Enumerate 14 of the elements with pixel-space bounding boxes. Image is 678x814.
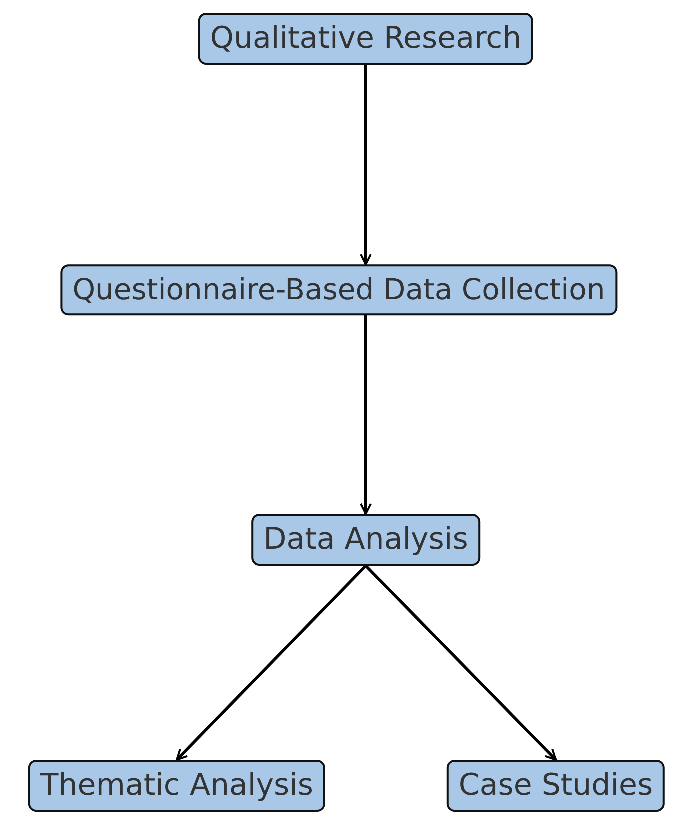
box-label: Qualitative Research <box>210 21 522 56</box>
arrow <box>360 65 372 266</box>
arrow <box>364 564 558 762</box>
process-box <box>28 760 326 812</box>
process-box <box>446 760 666 812</box>
process-box <box>252 514 480 566</box>
box-label: Data Analysis <box>264 522 468 557</box>
arrow <box>360 315 372 515</box>
box-label: Questionnaire-Based Data Collection <box>72 272 606 307</box>
box-label: Case Studies <box>458 768 654 803</box>
process-box <box>198 13 534 65</box>
box-label: Thematic Analysis <box>40 768 314 803</box>
process-box <box>60 264 618 316</box>
arrow <box>176 564 368 762</box>
